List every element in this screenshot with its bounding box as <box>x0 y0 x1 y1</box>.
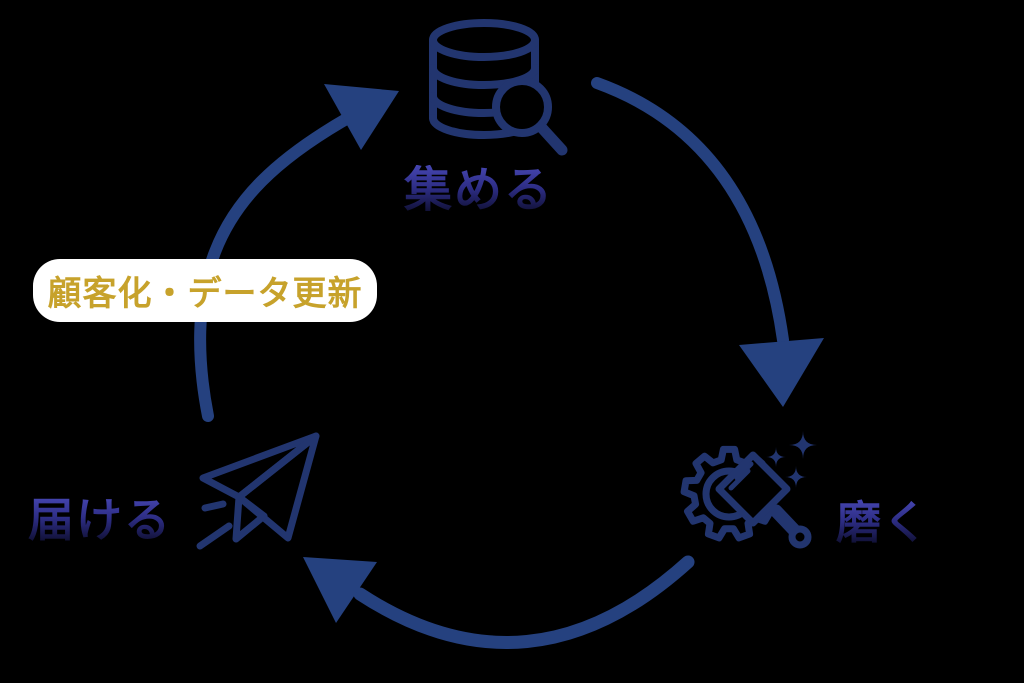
paper-plane-icon <box>196 432 320 550</box>
brush-head <box>715 451 791 527</box>
brush-handle <box>769 504 802 538</box>
step-label-polish: 磨く <box>836 496 931 549</box>
arrow-polish-to-deliver-shaft <box>353 555 695 649</box>
step-label-collect: 集める <box>404 162 555 218</box>
gear-sparkle-brush-icon <box>680 431 817 549</box>
magnifier-lens <box>492 77 552 137</box>
plane-tail-fold <box>232 493 268 543</box>
database-search-icon <box>429 19 568 156</box>
arrow-collect-to-polish-head <box>739 338 824 407</box>
sparkle-icon <box>766 447 786 467</box>
magnifier-handle <box>536 122 568 156</box>
arrow-collect-to-polish-shaft <box>591 77 789 346</box>
brush-handle-end <box>788 525 812 549</box>
arrow-deliver-to-collect-shaft <box>194 112 354 422</box>
transition-badge-label: 顧客化・データ更新 <box>47 274 363 314</box>
sparkle-icon <box>785 466 807 488</box>
arrow-deliver-to-collect-head <box>324 84 399 150</box>
speed-line-short <box>201 500 227 512</box>
arrow-deliver-to-collect <box>194 84 399 422</box>
arrow-polish-to-deliver-head <box>303 557 377 623</box>
step-label-deliver: 届ける <box>28 493 172 547</box>
arrow-collect-to-polish <box>591 77 824 407</box>
speed-line-long <box>196 522 233 550</box>
database-top <box>429 19 539 61</box>
transition-badge: 顧客化・データ更新 <box>33 259 377 322</box>
brush-bristle-mark-2 <box>728 468 751 491</box>
database-ring-1 <box>429 64 539 89</box>
brush-bristle-mark-1 <box>734 461 754 481</box>
sparkle-icon <box>789 431 817 459</box>
arrow-polish-to-deliver <box>303 555 695 649</box>
